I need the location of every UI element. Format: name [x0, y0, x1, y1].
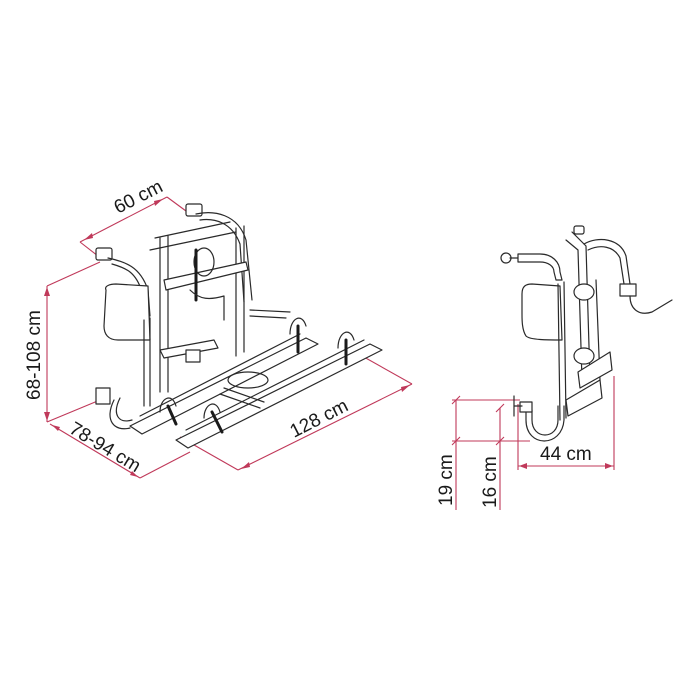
bike-carrier-side-drawing — [500, 225, 673, 442]
side-dimension-lines — [451, 376, 615, 510]
dim-label-height-inner: 16 cm — [480, 456, 501, 508]
dim-label-side-depth: 44 cm — [540, 444, 592, 465]
mount-clamp-left — [95, 247, 113, 261]
bike-carrier-perspective-drawing — [95, 203, 383, 449]
dim-label-height-outer: 19 cm — [436, 454, 457, 506]
dim-label-height: 68-108 cm — [24, 310, 45, 400]
backrest-pad-side — [521, 283, 563, 341]
wheel-rail-front — [175, 343, 383, 449]
wall-bracket — [95, 387, 111, 405]
wheel-rail-rear — [129, 337, 319, 435]
